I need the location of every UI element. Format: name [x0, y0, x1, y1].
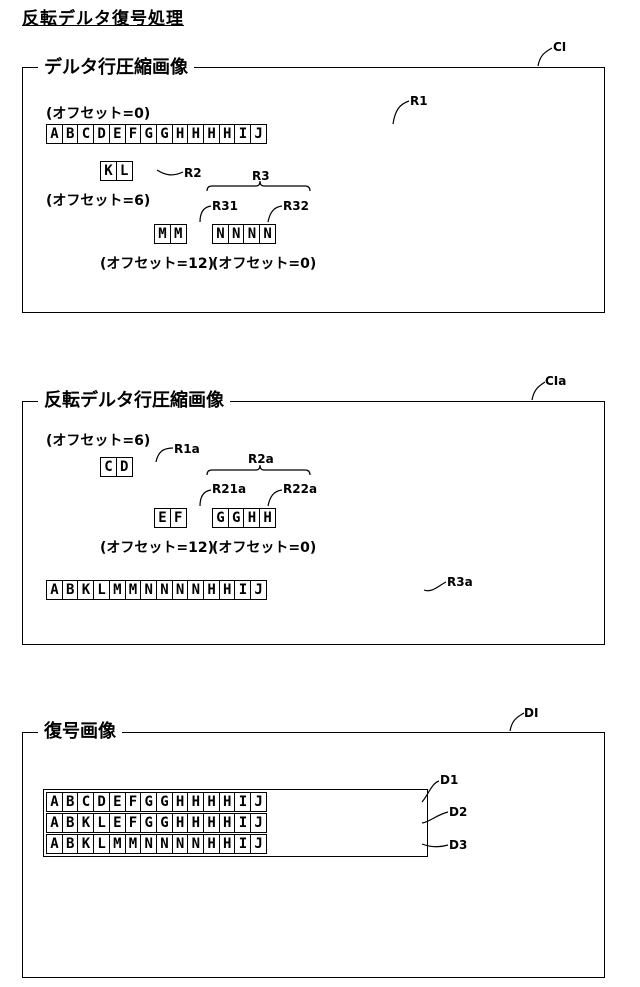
cell: G — [228, 508, 245, 528]
row-r32: NNNN — [212, 224, 276, 244]
cell: N — [228, 224, 245, 244]
ref-di: DI — [524, 706, 538, 720]
cell: L — [116, 161, 133, 181]
cell: J — [250, 580, 267, 600]
ref-cia: CIa — [545, 374, 566, 388]
row-r1a: CD — [100, 457, 133, 477]
cell: H — [259, 508, 276, 528]
leader-di — [510, 713, 524, 731]
cell: M — [109, 580, 126, 600]
cell: C — [77, 124, 94, 144]
cell: C — [100, 457, 117, 477]
cell: L — [93, 580, 110, 600]
ref-r21a: R21a — [212, 482, 246, 496]
panel-decoded-title: 復号画像 — [38, 722, 122, 742]
cell: G — [140, 124, 157, 144]
cell: F — [170, 508, 187, 528]
ref-d2: D2 — [449, 805, 467, 819]
cell: G — [156, 124, 173, 144]
cell: G — [212, 508, 229, 528]
row-r31: MM — [154, 224, 187, 244]
offset-label-r21a: (オフセット=12) — [100, 537, 214, 557]
cell: N — [212, 224, 229, 244]
cell: H — [187, 124, 204, 144]
cell: B — [62, 124, 79, 144]
offset-label-r32: (オフセット=0) — [212, 253, 316, 273]
cell: N — [140, 580, 157, 600]
ref-r31: R31 — [212, 199, 238, 213]
row-r2: KL — [100, 161, 133, 181]
ref-r1a: R1a — [174, 442, 200, 456]
cell: I — [234, 580, 251, 600]
cell: H — [172, 124, 189, 144]
offset-label-r1a: (オフセット=6) — [46, 430, 150, 450]
row-r3a: ABKLMMNNNNHHIJ — [46, 580, 267, 600]
cell: D — [93, 124, 110, 144]
cell: J — [250, 124, 267, 144]
ref-ci: CI — [553, 40, 566, 54]
cell: H — [203, 580, 220, 600]
row-r1: ABCDEFGGHHHHIJ — [46, 124, 267, 144]
cell: F — [125, 124, 142, 144]
cell: N — [187, 580, 204, 600]
cell: M — [154, 224, 171, 244]
ref-r3: R3 — [252, 169, 270, 183]
cell: N — [243, 224, 260, 244]
ref-r2: R2 — [184, 166, 202, 180]
ref-d3: D3 — [449, 838, 467, 852]
cell: E — [109, 124, 126, 144]
ref-d1: D1 — [440, 773, 458, 787]
cell: H — [243, 508, 260, 528]
offset-label-r22a: (オフセット=0) — [212, 537, 316, 557]
row-r21a: EF — [154, 508, 187, 528]
ref-r3a: R3a — [447, 575, 473, 589]
cell: H — [203, 124, 220, 144]
cell: H — [219, 580, 236, 600]
cell: M — [125, 580, 142, 600]
offset-label-r1: (オフセット=0) — [46, 103, 150, 123]
cell: A — [46, 580, 63, 600]
cell: H — [219, 124, 236, 144]
panel-delta-compressed-title: デルタ行圧縮画像 — [38, 58, 194, 78]
cell: K — [100, 161, 117, 181]
ref-r22a: R22a — [283, 482, 317, 496]
ref-r32: R32 — [283, 199, 309, 213]
page-title: 反転デルタ復号処理 — [22, 4, 184, 29]
ref-r1: R1 — [410, 94, 428, 108]
cell: D — [116, 457, 133, 477]
cell: N — [172, 580, 189, 600]
leader-ci — [538, 48, 552, 66]
cell: N — [156, 580, 173, 600]
cell: N — [259, 224, 276, 244]
leader-cia — [532, 382, 545, 400]
offset-label-r31: (オフセット=12) — [100, 253, 214, 273]
cell: I — [234, 124, 251, 144]
row-r22a: GGHH — [212, 508, 276, 528]
offset-label-r2: (オフセット=6) — [46, 190, 150, 210]
cell: B — [62, 580, 79, 600]
cell: E — [154, 508, 171, 528]
cell: K — [77, 580, 94, 600]
panel-inverted-delta-title: 反転デルタ行圧縮画像 — [38, 391, 230, 411]
cell: M — [170, 224, 187, 244]
ref-r2a: R2a — [248, 452, 274, 466]
decoded-block-frame — [43, 789, 428, 857]
cell: A — [46, 124, 63, 144]
